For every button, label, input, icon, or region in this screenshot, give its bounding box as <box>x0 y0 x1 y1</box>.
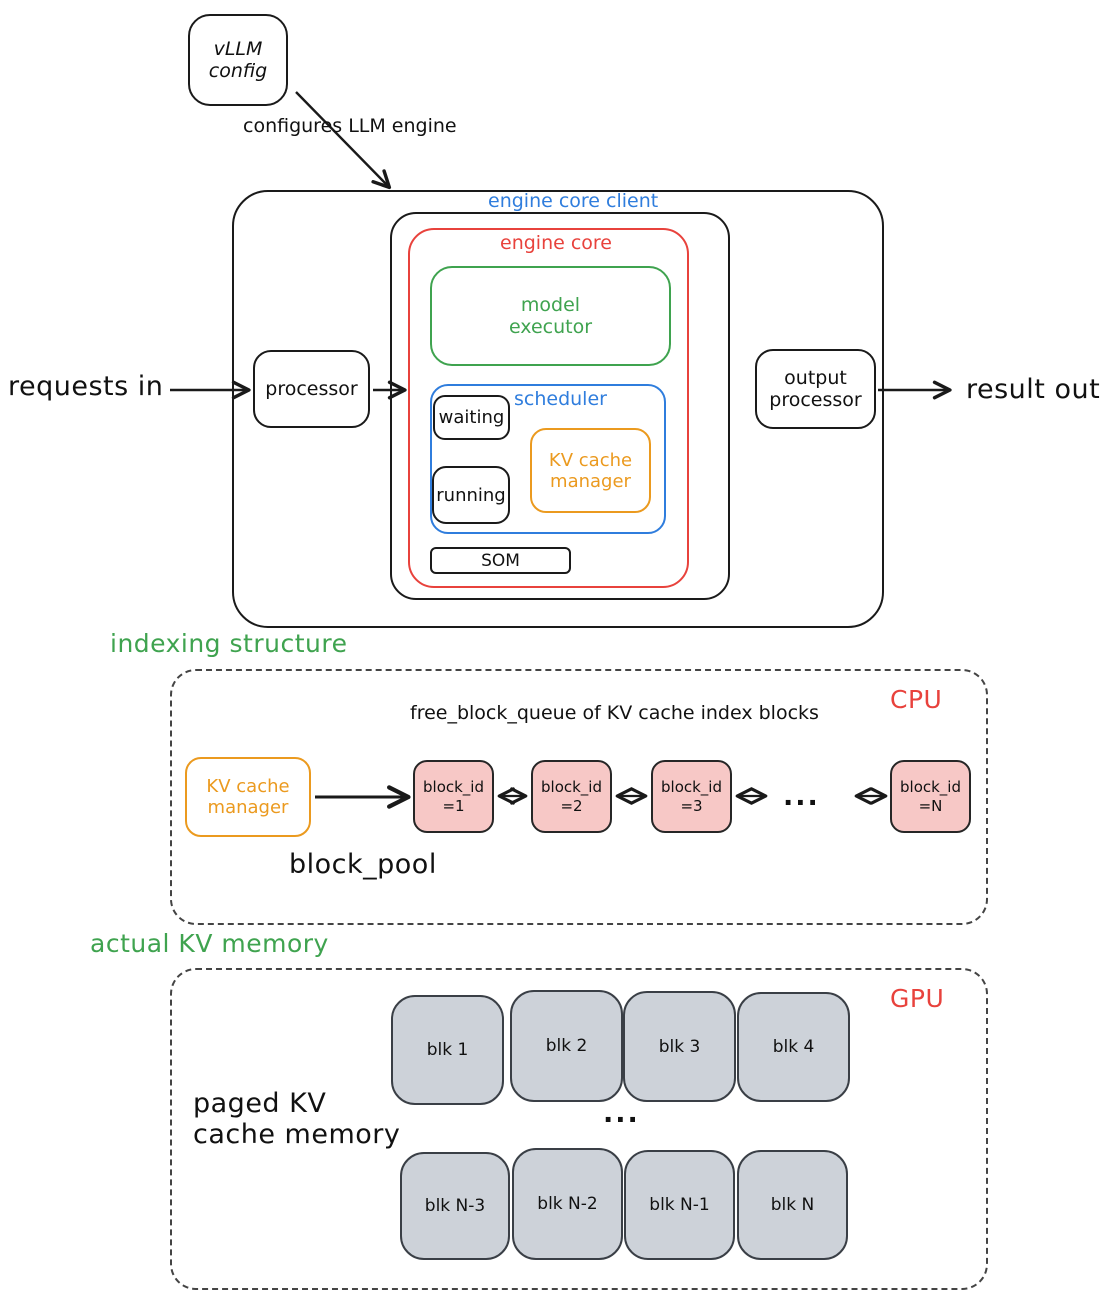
scheduler-box <box>430 384 666 534</box>
block-id-n: block_id =N <box>890 760 971 833</box>
gpu-blk-n3-label: blk N-3 <box>424 1196 486 1216</box>
kv-cache-manager-cpu-label: KV cache manager <box>206 776 290 818</box>
kv-cache-manager-cpu-box: KV cache manager <box>185 757 311 837</box>
processor-box: processor <box>253 350 370 428</box>
block-id-3-label: block_id =3 <box>661 777 722 815</box>
requests-in-label: requests in <box>8 371 164 402</box>
output-processor-box: output processor <box>755 349 876 429</box>
block-id-2: block_id =2 <box>531 760 612 833</box>
block-id-3: block_id =3 <box>651 760 732 833</box>
engine-core-label: engine core <box>500 232 612 254</box>
cpu-label: CPU <box>890 685 943 714</box>
configures-engine-label: configures LLM engine <box>243 115 457 137</box>
gpu-blk-1: blk 1 <box>391 995 504 1105</box>
gpu-blk-n2: blk N-2 <box>512 1148 623 1260</box>
gpu-blk-n1-label: blk N-1 <box>649 1195 710 1215</box>
waiting-label: waiting <box>438 407 505 428</box>
engine-core-box <box>408 228 689 588</box>
queue-ellipsis: ... <box>783 781 820 812</box>
gpu-blk-2: blk 2 <box>510 990 623 1102</box>
actual-kv-memory-title: actual KV memory <box>90 929 329 958</box>
indexing-structure-title: indexing structure <box>110 629 348 658</box>
output-processor-label: output processor <box>769 367 862 411</box>
arrow-config-to-engine <box>295 91 392 190</box>
gpu-blk-4: blk 4 <box>737 992 850 1102</box>
kv-cache-manager-box: KV cache manager <box>530 428 651 513</box>
model-executor-box: model executor <box>430 266 671 366</box>
processor-label: processor <box>265 378 358 400</box>
engine-core-client-outer-box <box>232 190 884 628</box>
gpu-blk-n-label: blk N <box>770 1195 815 1215</box>
gpu-blk-n1: blk N-1 <box>624 1150 735 1260</box>
block-id-n-label: block_id =N <box>900 777 961 815</box>
gpu-blk-n2-label: blk N-2 <box>537 1194 598 1214</box>
gpu-blk-3: blk 3 <box>623 991 736 1102</box>
gpu-blk-n: blk N <box>737 1150 848 1260</box>
scheduler-label: scheduler <box>514 388 607 410</box>
model-executor-label: model executor <box>508 294 593 338</box>
kv-cache-manager-label: KV cache manager <box>548 449 633 492</box>
som-box: SOM <box>430 547 571 574</box>
vllm-config-label: vLLM config <box>208 38 268 82</box>
memory-ellipsis: ... <box>603 1098 640 1129</box>
paged-kv-cache-memory-label: paged KV cache memory <box>193 1088 401 1151</box>
engine-core-client-box <box>390 212 730 600</box>
engine-core-client-label: engine core client <box>488 190 659 212</box>
block-id-1: block_id =1 <box>413 760 494 833</box>
result-out-label: result out <box>966 374 1101 405</box>
gpu-region-box <box>170 968 988 1290</box>
gpu-blk-4-label: blk 4 <box>772 1037 815 1057</box>
som-label: SOM <box>481 550 520 571</box>
vllm-config-box: vLLM config <box>188 14 288 106</box>
waiting-box: waiting <box>433 395 510 440</box>
gpu-blk-3-label: blk 3 <box>658 1036 701 1057</box>
block-pool-label: block_pool <box>289 849 437 880</box>
gpu-blk-n3: blk N-3 <box>400 1152 510 1260</box>
block-id-2-label: block_id =2 <box>541 777 602 815</box>
gpu-blk-2-label: blk 2 <box>545 1036 588 1056</box>
running-label: running <box>436 484 506 506</box>
running-box: running <box>432 466 510 524</box>
block-id-1-label: block_id =1 <box>423 777 484 815</box>
free-block-queue-title: free_block_queue of KV cache index block… <box>410 702 819 724</box>
gpu-blk-1-label: blk 1 <box>426 1040 469 1060</box>
gpu-label: GPU <box>890 984 945 1013</box>
cpu-region-box <box>170 669 988 925</box>
